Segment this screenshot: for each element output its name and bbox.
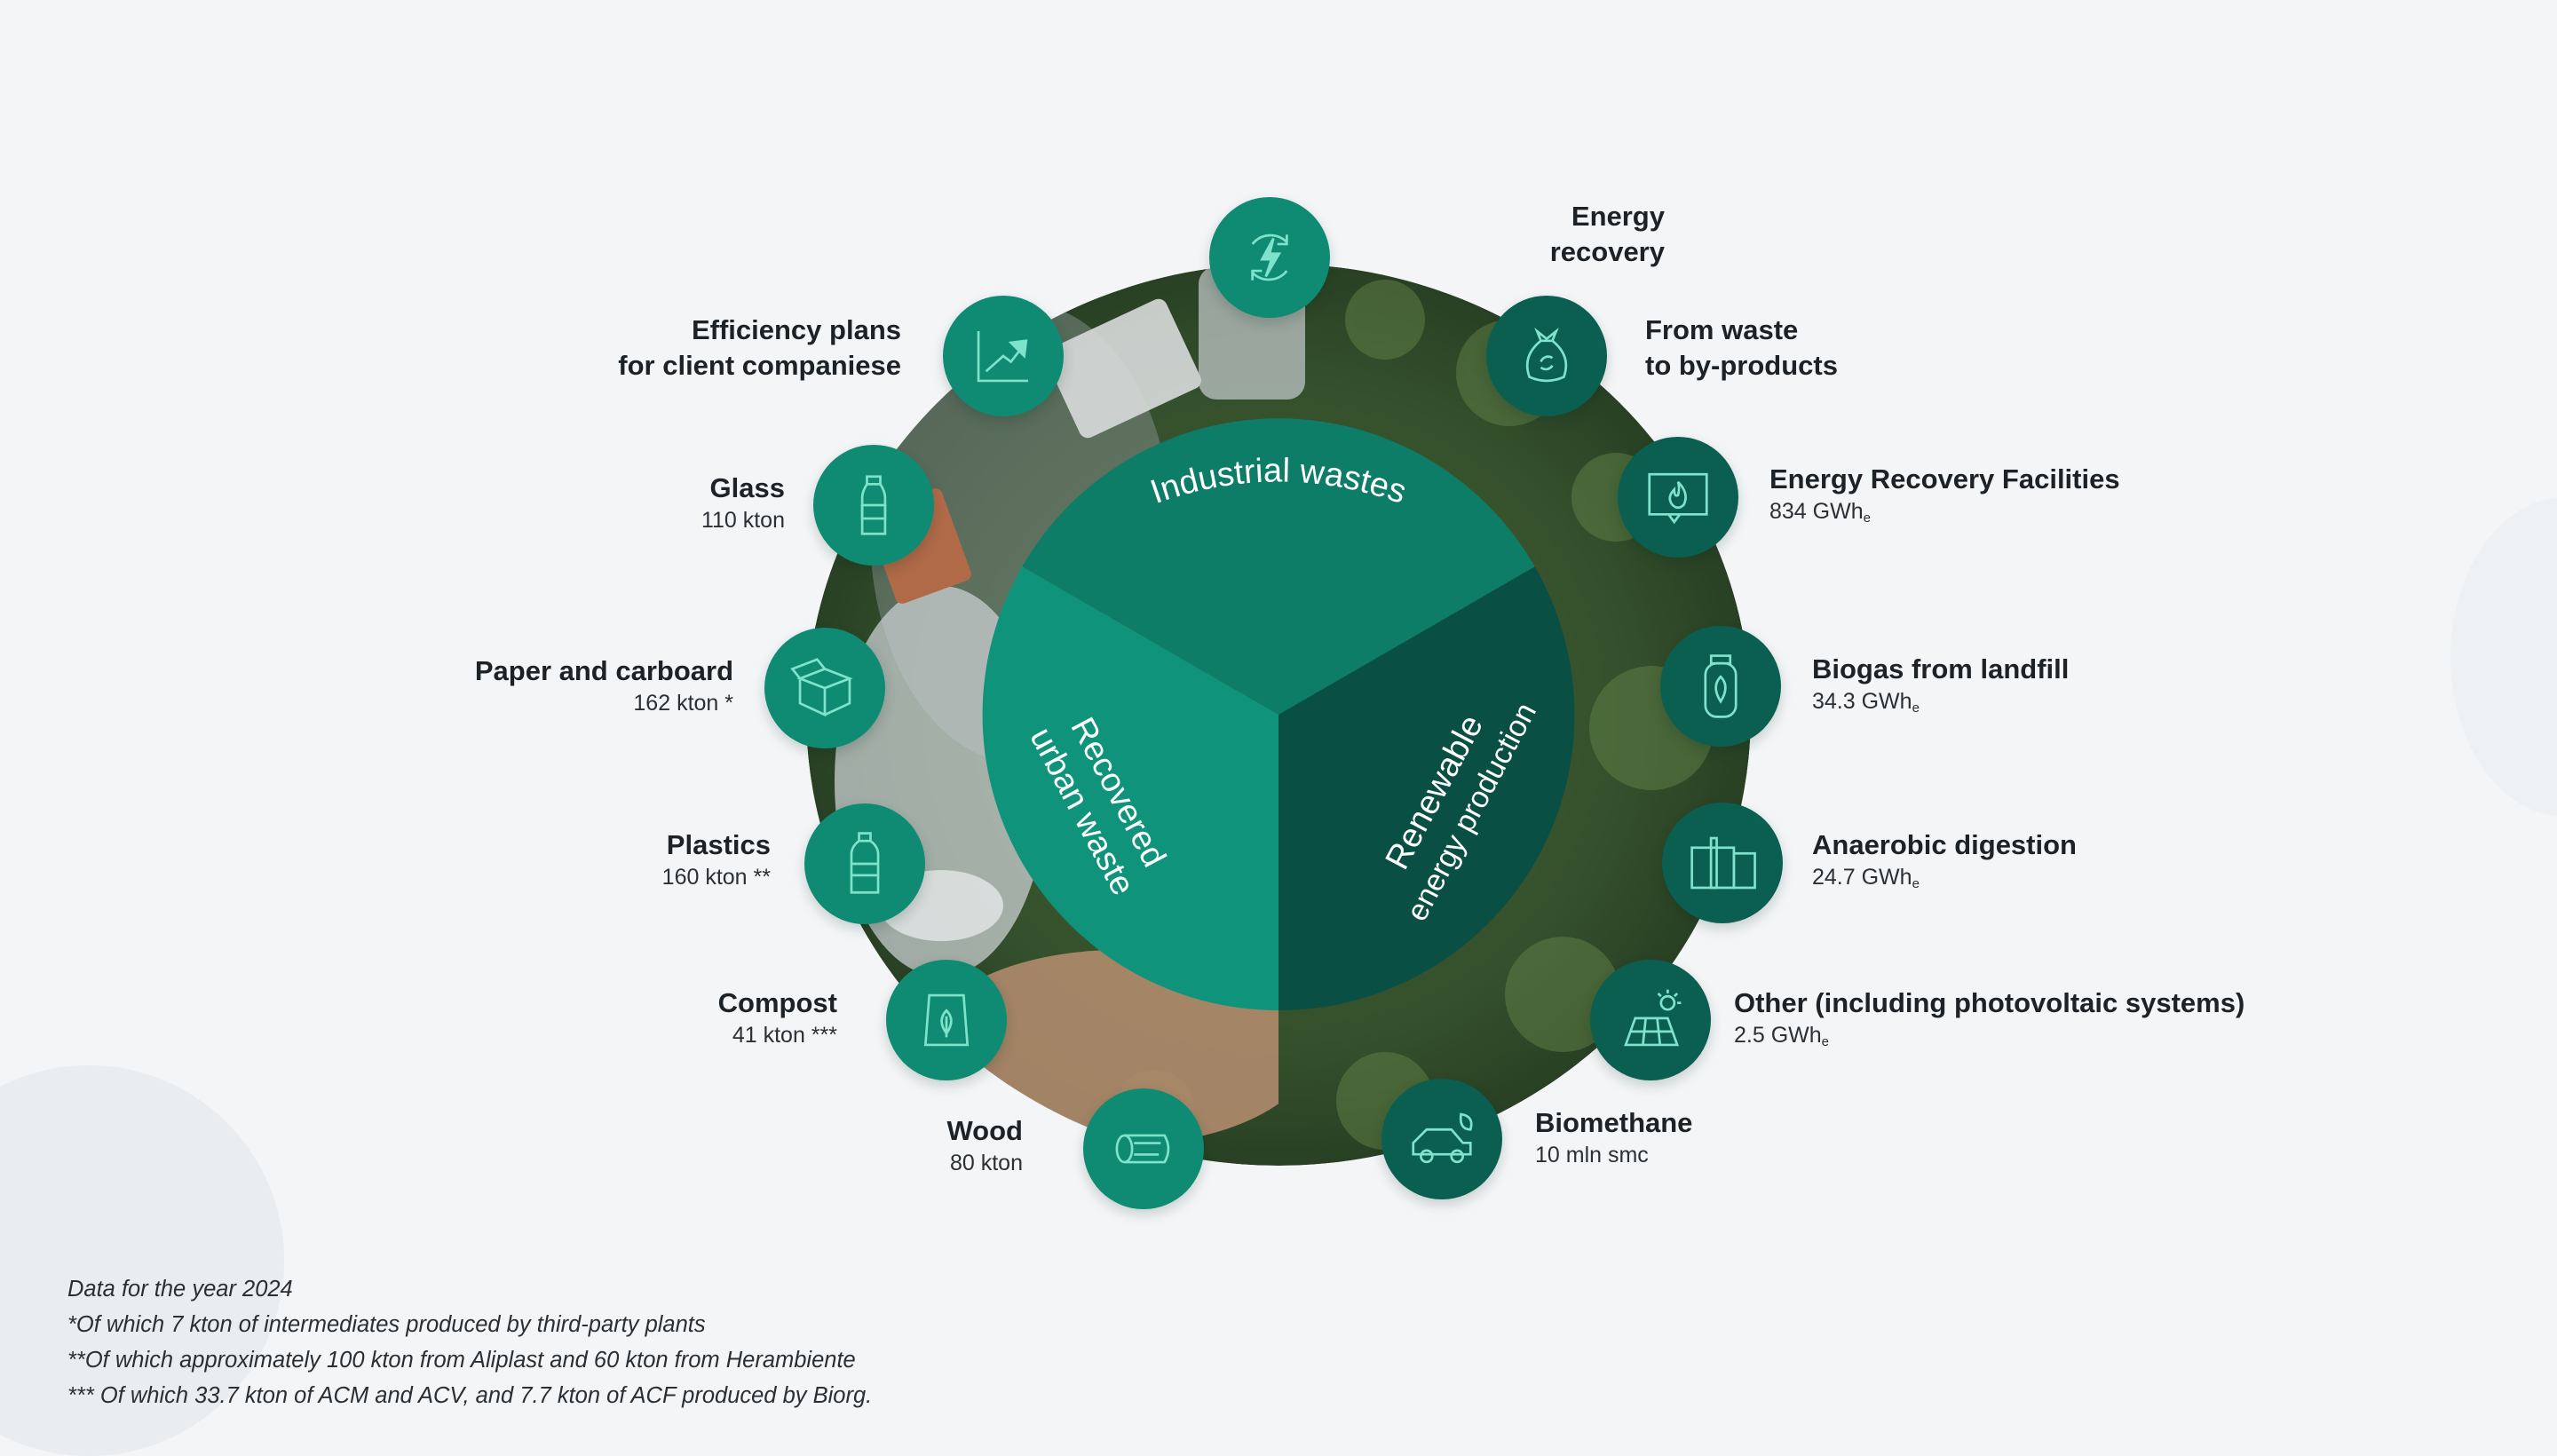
label-title: Compost [717,987,837,1018]
footnote-line: *** Of which 33.7 kton of ACM and ACV, a… [67,1383,873,1408]
label-value: 162 kton * [633,691,733,716]
label-title: Efficiency plans [691,314,901,345]
label-energy-recovery: Energy recovery [1549,201,1665,268]
label-glass: Glass 110 kton [701,472,785,534]
gas-tank-icon [1660,626,1781,747]
label-wood: Wood 80 kton [946,1115,1023,1176]
segment-industrial-wastes [1022,418,1535,715]
pie-chart: Industrial wastes Recovered urban waste … [982,418,1575,1011]
label-title: Other (including photovoltaic systems) [1734,987,2245,1018]
label-value: 160 kton ** [661,865,771,890]
lightning-cycle-icon [1209,197,1330,318]
footnote-line: *Of which 7 kton of intermediates produc… [67,1312,706,1337]
segment-recovered-urban-waste [982,566,1278,1011]
label-paper: Paper and carboard 162 kton * [474,655,733,716]
label-title-line2: recovery [1549,236,1665,268]
log-icon [1083,1088,1204,1209]
label-value: 24.7 GWhe [1812,865,1920,892]
label-efficiency-plans: Efficiency plans for client companiese [618,314,901,382]
segment-renewable-energy [1278,566,1575,1011]
label-plastics: Plastics 160 kton ** [661,829,771,890]
label-energy-recovery-facilities: Energy Recovery Facilities 834 GWhe [1769,463,2120,526]
label-title-line2: for client companiese [618,350,901,382]
bottle-icon [813,445,934,566]
box-icon [764,628,885,748]
label-value: 110 kton [701,508,785,534]
footnotes: Data for the year 2024 *Of which 7 kton … [67,1271,872,1413]
label-value: 34.3 GWhe [1812,689,1920,716]
label-title: Biomethane [1535,1107,1693,1138]
solar-panel-icon [1590,960,1711,1080]
footnote-line: Data for the year 2024 [67,1277,293,1302]
compost-bag-icon [886,960,1007,1080]
label-title-line2: to by-products [1645,350,1838,382]
label-title: Glass [709,472,785,503]
label-from-waste: From waste to by-products [1645,314,1838,382]
label-value: 80 kton [949,1151,1023,1176]
label-compost: Compost 41 kton *** [717,987,837,1048]
flame-screen-icon [1618,437,1738,558]
label-value: 2.5 GWhe [1734,1023,1829,1050]
label-title: Wood [946,1115,1023,1146]
car-leaf-icon [1381,1079,1502,1199]
footnote-line: **Of which approximately 100 kton from A… [67,1348,856,1373]
label-other: Other (including photovoltaic systems) 2… [1734,987,2245,1050]
label-title: Anaerobic digestion [1812,829,2077,860]
label-biomethane: Biomethane 10 mln smc [1535,1107,1693,1168]
label-title: From waste [1645,314,1799,345]
label-title: Energy [1571,201,1665,232]
label-biogas: Biogas from landfill 34.3 GWhe [1812,653,2070,716]
label-title: Energy Recovery Facilities [1769,463,2120,495]
digester-icon [1662,803,1783,923]
recycle-bag-icon [1486,296,1607,416]
label-title: Biogas from landfill [1812,653,2070,684]
label-title: Paper and carboard [474,655,733,686]
label-value: 10 mln smc [1535,1143,1649,1168]
label-value: 41 kton *** [732,1023,837,1048]
label-title: Plastics [666,829,771,860]
chart-arrow-up-icon [943,296,1064,416]
plastic-bottle-icon [804,803,925,924]
label-anaerobic-digestion: Anaerobic digestion 24.7 GWhe [1812,829,2077,892]
label-value: 834 GWhe [1769,499,1871,526]
